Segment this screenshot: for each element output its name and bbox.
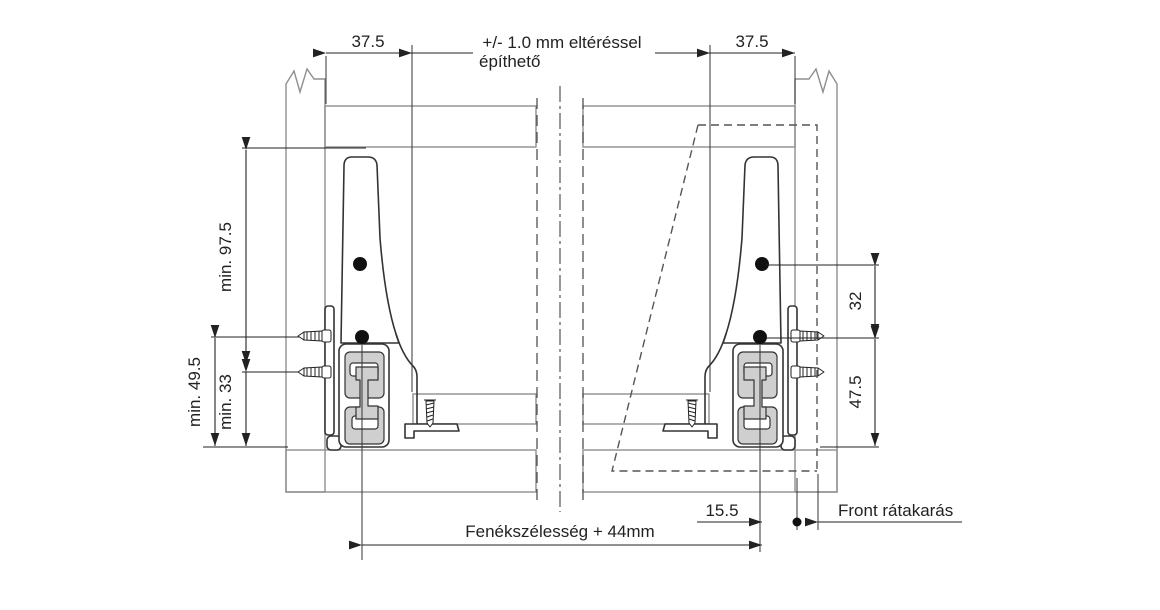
- dimension-32: 32: [766, 253, 880, 337]
- tolerance-note: +/- 1.0 mm eltéréssel építhető: [412, 33, 710, 71]
- bottom-screw-icon: [424, 399, 436, 428]
- reference-dot: [792, 517, 802, 527]
- note-line-2: építhető: [479, 52, 540, 71]
- dimension-bottom-width: Fenékszélesség + 44mm: [349, 522, 762, 550]
- dim-label: 15.5: [705, 501, 738, 520]
- dim-label: min. 33: [216, 374, 235, 430]
- front-overlay-callout: Front rátakarás: [805, 501, 962, 527]
- dim-label: 37.5: [351, 32, 384, 51]
- dimension-47-5: 47.5: [766, 326, 880, 448]
- note-line-1: +/- 1.0 mm eltéréssel: [482, 33, 641, 52]
- cabinet-bottom-right: [582, 449, 838, 493]
- right-cabinet-side-panel: [794, 67, 838, 493]
- dimension-min-97-5: min. 97.5: [216, 137, 366, 364]
- dimension-min-49-5: min. 49.5: [185, 325, 299, 448]
- dimension-37-5-left: 37.5: [313, 32, 412, 58]
- drawer-side-wall: [340, 156, 400, 344]
- bottom-fixing-bracket: [404, 423, 460, 439]
- dimension-15-5: 15.5: [697, 501, 802, 527]
- dimension-min-33: min. 33: [216, 359, 299, 446]
- dim-label: min. 97.5: [216, 222, 235, 292]
- upper-hole-marker: [353, 257, 367, 271]
- drawer-side-assembly-right: [662, 156, 825, 451]
- runner-center-marker: [355, 330, 369, 344]
- callout-label: Front rátakarás: [838, 501, 953, 520]
- cabinet-bottom-left: [285, 449, 537, 493]
- section-break: [536, 86, 584, 512]
- dimension-37-5-right: 37.5: [697, 32, 795, 58]
- wall-to-support-curve: [395, 333, 418, 425]
- front-panel-phantom-outline: [611, 124, 818, 472]
- rail-interlock-profile: [344, 351, 385, 445]
- cabinet-panels: [285, 67, 838, 493]
- dim-label: min. 49.5: [185, 357, 204, 427]
- dim-label: 32: [846, 292, 865, 311]
- drawer-bottom-left: [412, 393, 537, 425]
- mounting-screw-icon-lower: [297, 365, 332, 379]
- drawer-side-assembly-left: [297, 156, 460, 451]
- dim-label: 37.5: [735, 32, 768, 51]
- cabinet-top-band-left: [324, 105, 537, 148]
- cabinet-top-band-right: [582, 105, 796, 148]
- dim-label: 47.5: [846, 375, 865, 408]
- mounting-screw-icon-upper: [297, 329, 332, 343]
- dim-label: Fenékszélesség + 44mm: [465, 522, 654, 541]
- left-cabinet-side-panel: [285, 67, 326, 493]
- reference-lines: [325, 45, 819, 560]
